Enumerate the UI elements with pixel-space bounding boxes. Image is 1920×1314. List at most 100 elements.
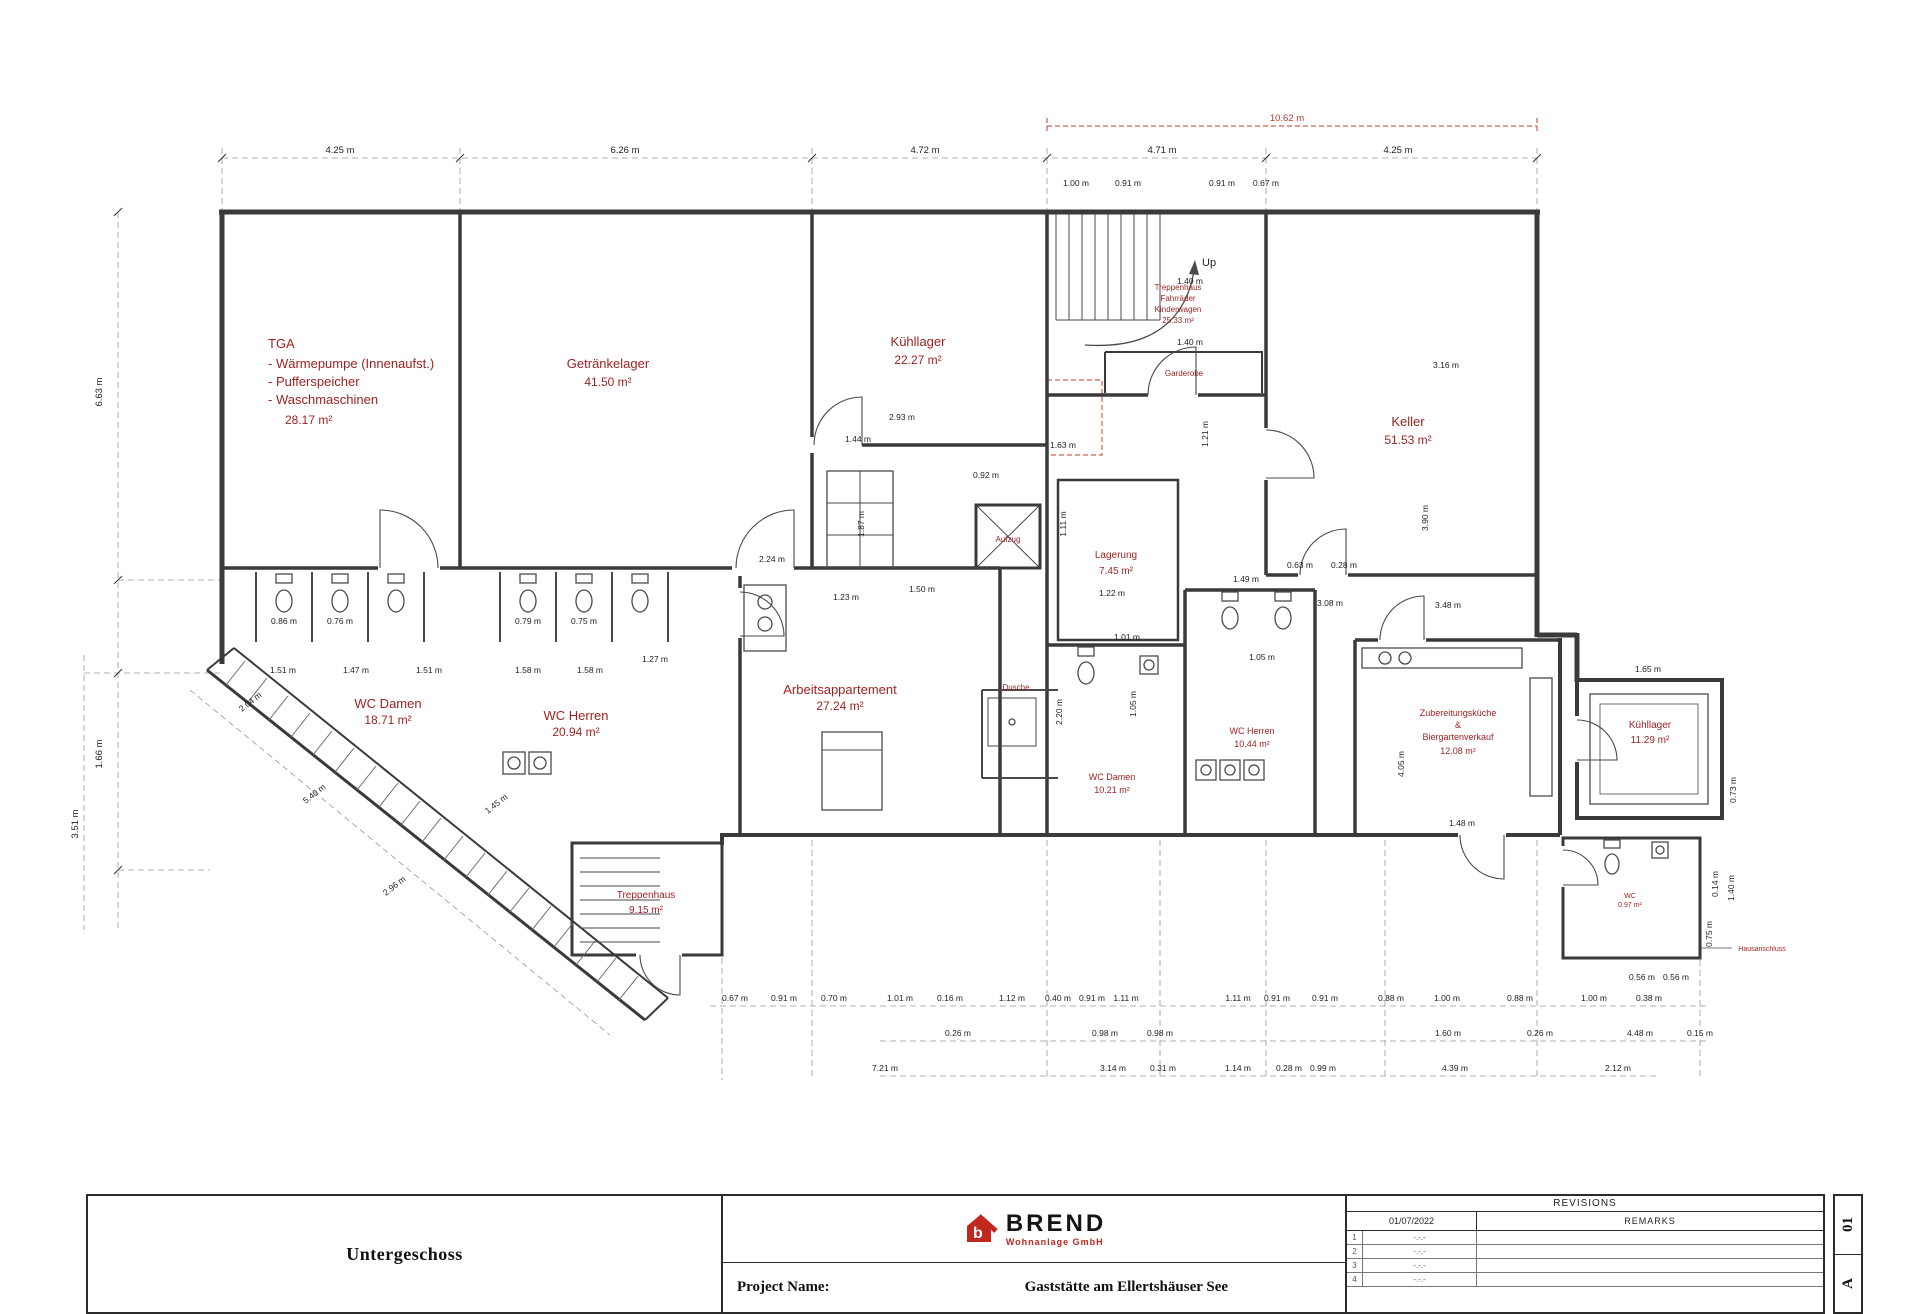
dim-label: 0.91 m — [1115, 178, 1141, 188]
room-label-dusche: Dusche — [1002, 683, 1030, 692]
room-label-keller: Keller — [1391, 414, 1425, 429]
dim-label: 4.39 m — [1442, 1063, 1468, 1073]
room-label-kueche-3: Biergartenverkauf — [1422, 732, 1494, 742]
dim-label: 0.91 m — [1209, 178, 1235, 188]
revision-row-remark — [1477, 1259, 1823, 1272]
svg-text:b: b — [973, 1225, 983, 1242]
dim-label: 0.14 m — [1710, 871, 1720, 897]
dim-label: 1.05 m — [1128, 691, 1138, 717]
dim-label: 1.44 m — [845, 434, 871, 444]
room-area-wc-klein: 0.97 m² — [1618, 902, 1642, 909]
revision-row-date: -.-.- — [1363, 1245, 1477, 1258]
dim-label: 0.99 m — [1310, 1063, 1336, 1073]
room-label-kueche-2: & — [1455, 720, 1461, 730]
logo-subtitle: Wohnanlage GmbH — [1005, 1236, 1104, 1247]
fixtures — [255, 470, 1732, 949]
room-area-kuehllager-klein: 11.29 m² — [1631, 735, 1670, 746]
sheet-number-cell: 01 — [1835, 1196, 1861, 1255]
dim-label: 3.16 m — [1433, 360, 1459, 370]
room-labels: TGA - Wärmepumpe (Innenaufst.) - Puffers… — [268, 257, 1786, 953]
dim-label: 4.25 m — [325, 145, 354, 156]
dim-label: 2.04 m — [237, 690, 264, 714]
dim-label: 1.45 m — [483, 792, 510, 816]
floor-label: Untergeschoss — [346, 1243, 463, 1264]
dim-label: 0.26 m — [945, 1028, 971, 1038]
dim-label: 0.26 m — [1527, 1028, 1553, 1038]
dim-label: 0.31 m — [1150, 1063, 1176, 1073]
project-name-value: Gaststätte am Ellertshäuser See — [1024, 1279, 1229, 1295]
dim-label: 5.40 m — [301, 782, 328, 806]
revision-row: 2 -.-.- — [1347, 1245, 1823, 1259]
company-logo: b BREND Wohnanlage GmbH — [723, 1196, 1345, 1262]
room-area-wc-herren-2: 10.44 m² — [1234, 739, 1270, 749]
room-label-treppenhaus-nord: Treppenhaus — [1155, 283, 1202, 292]
stairs-up-label: Up — [1202, 257, 1216, 269]
room-area-treppenhaus-nord: 25.33 m² — [1162, 316, 1194, 325]
room-area-kueche: 12.08 m² — [1440, 746, 1476, 756]
room-area-appartement: 27.24 m² — [816, 699, 863, 713]
dim-label: 3.14 m — [1100, 1063, 1126, 1073]
revision-row: 4 -.-.- — [1347, 1273, 1823, 1287]
dim-label: 0.38 m — [1636, 993, 1662, 1003]
dim-label: 1.60 m — [1435, 1028, 1461, 1038]
dim-label: 0.91 m — [771, 993, 797, 1003]
dim-label: 2.24 m — [759, 554, 785, 564]
dimension-ticks — [113, 153, 1542, 875]
dim-label: 1.49 m — [1233, 574, 1259, 584]
dim-label: 0.56 m — [1629, 972, 1655, 982]
dim-label: 6.63 m — [94, 377, 105, 406]
room-label-tga-line2: - Wärmepumpe (Innenaufst.) — [268, 356, 434, 371]
dimension-labels: 4.25 m 6.26 m 4.72 m 4.71 m 4.25 m 10.62… — [70, 113, 1738, 1073]
dim-label: 0.88 m — [1378, 993, 1404, 1003]
floor-plan-drawing: TGA - Wärmepumpe (Innenaufst.) - Puffers… — [70, 113, 1786, 1080]
revision-row-remark — [1477, 1273, 1823, 1286]
sheet-revision: A — [1839, 1277, 1856, 1289]
dim-label: 1.12 m — [999, 993, 1025, 1003]
dim-label: 1.14 m — [1225, 1063, 1251, 1073]
dim-label: 1.27 m — [642, 654, 668, 664]
dim-label: 2.96 m — [381, 874, 408, 898]
room-label-treppenhaus-nord-2: Fahrräder — [1160, 294, 1195, 303]
door-gaps — [378, 387, 1585, 963]
dim-label: 0.79 m — [515, 616, 541, 626]
dim-label: 3.48 m — [1435, 600, 1461, 610]
dim-label: 1.01 m — [1114, 632, 1140, 642]
dim-label: 0.91 m — [1264, 993, 1290, 1003]
dim-label: 0.67 m — [722, 993, 748, 1003]
dim-label: 0.92 m — [973, 470, 999, 480]
dim-label: 0.70 m — [821, 993, 847, 1003]
room-label-treppenhaus-nord-3: Kinderwagen — [1155, 305, 1202, 314]
room-label-wc-herren-2: WC Herren — [1229, 726, 1274, 736]
dim-label: 0.76 m — [327, 616, 353, 626]
brend-house-icon: b — [966, 1214, 998, 1242]
room-label-lagerung: Lagerung — [1095, 550, 1137, 561]
dim-label: 1.11 m — [1058, 511, 1068, 536]
revision-row-remark — [1477, 1245, 1823, 1258]
dim-label: 0.28 m — [1276, 1063, 1302, 1073]
dim-label: 3.51 m — [70, 809, 81, 838]
walls — [206, 209, 1724, 1022]
room-area-tga: 28.17 m² — [285, 413, 332, 427]
dim-label: 4.72 m — [910, 145, 939, 156]
dim-label: 0.40 m — [1045, 993, 1071, 1003]
room-label-kuehllager-gross: Kühllager — [891, 334, 947, 349]
dim-label: 0.16 m — [937, 993, 963, 1003]
dim-label: 0.15 m — [1687, 1028, 1713, 1038]
sheet-revision-cell: A — [1835, 1255, 1861, 1313]
revision-row: 3 -.-.- — [1347, 1259, 1823, 1273]
dim-label: 0.98 m — [1092, 1028, 1118, 1038]
revision-row-date: -.-.- — [1363, 1259, 1477, 1272]
dim-label: 1.00 m — [1434, 993, 1460, 1003]
dim-label: 1.65 m — [1635, 664, 1661, 674]
dim-label: 1.40 m — [1177, 276, 1203, 286]
dim-label: 0.91 m — [1079, 993, 1105, 1003]
revision-row-date: -.-.- — [1363, 1231, 1477, 1244]
dim-label-total: 10.62 m — [1270, 113, 1304, 124]
revisions-header: REVISIONS — [1347, 1196, 1823, 1212]
room-label-wc-herren: WC Herren — [543, 708, 608, 723]
room-area-treppenhaus-sued: 9.15 m² — [629, 905, 664, 916]
dim-label: 0.63 m — [1287, 560, 1313, 570]
room-label-aufzug: Aufzug — [996, 535, 1021, 544]
title-block: Untergeschoss b BREND Wohnanlage GmbH Pr… — [86, 1194, 1825, 1314]
red-dashed-dimension — [1046, 118, 1538, 456]
